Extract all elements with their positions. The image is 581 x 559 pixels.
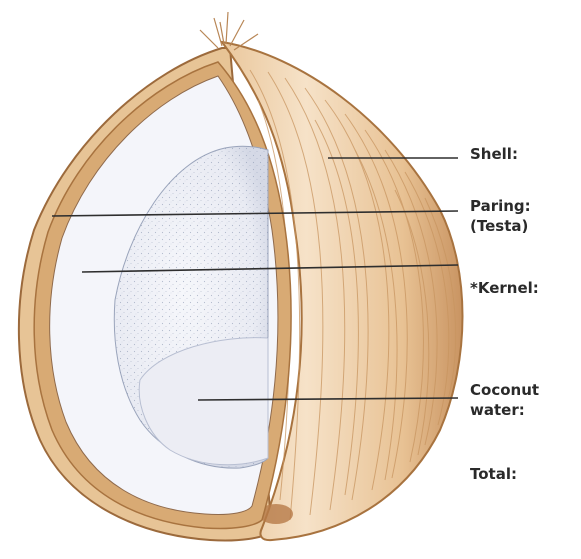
label-total-text: Total: xyxy=(470,465,517,483)
label-water-line2: water: xyxy=(470,400,539,420)
label-shell: Shell: xyxy=(470,144,518,164)
label-paring-line1: Paring: xyxy=(470,196,531,216)
label-total: Total: xyxy=(470,464,517,484)
label-water-line1: Coconut xyxy=(470,380,539,400)
label-paring: Paring: (Testa) xyxy=(470,196,531,236)
label-paring-line2: (Testa) xyxy=(470,216,531,236)
label-coconut-water: Coconut water: xyxy=(470,380,539,420)
label-kernel: *Kernel: xyxy=(470,278,539,298)
label-kernel-text: *Kernel: xyxy=(470,279,539,297)
label-shell-text: Shell: xyxy=(470,145,518,163)
